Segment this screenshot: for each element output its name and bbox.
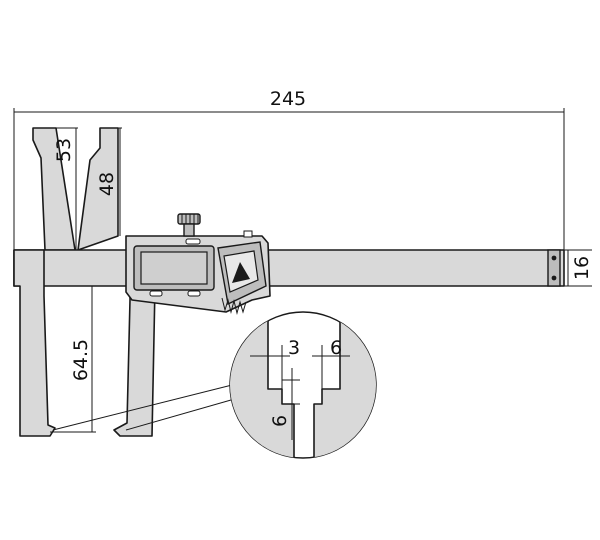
lcd-screen [140, 251, 208, 285]
detail-jaw-left [230, 312, 295, 458]
lower-jaw-sliding [113, 285, 156, 437]
bottom-slot-left[interactable] [149, 290, 163, 297]
main-beam [13, 249, 565, 287]
detail-view [230, 312, 376, 458]
knurled-wheel-icon[interactable] [177, 213, 201, 225]
top-slot [185, 238, 201, 245]
leader-line-left [52, 383, 237, 431]
detail-jaw-right [313, 312, 376, 458]
thumb-wheel-stem [183, 223, 195, 237]
screw-tab [243, 230, 253, 238]
dim-53-label: 53 [53, 138, 75, 162]
dim-48-label: 48 [96, 172, 118, 196]
triangle-up-icon[interactable] [232, 262, 250, 283]
end-screw-bottom [551, 275, 557, 281]
bottom-slot-right[interactable] [187, 290, 201, 297]
dim-245-label: 245 [270, 88, 306, 110]
detail-dim-6-label: 6 [330, 337, 342, 359]
detail-dim-6v-label: 6 [269, 415, 291, 427]
dim-16-label: 16 [571, 256, 593, 280]
end-screw-top [551, 255, 557, 261]
dim-64-5-label: 64.5 [70, 339, 92, 381]
beam-end-cap [547, 249, 561, 287]
thumb-wheel-knurl [181, 214, 199, 224]
slider-teeth [221, 297, 247, 315]
detail-dim-3-label: 3 [288, 337, 300, 359]
leader-line-right [125, 397, 239, 431]
